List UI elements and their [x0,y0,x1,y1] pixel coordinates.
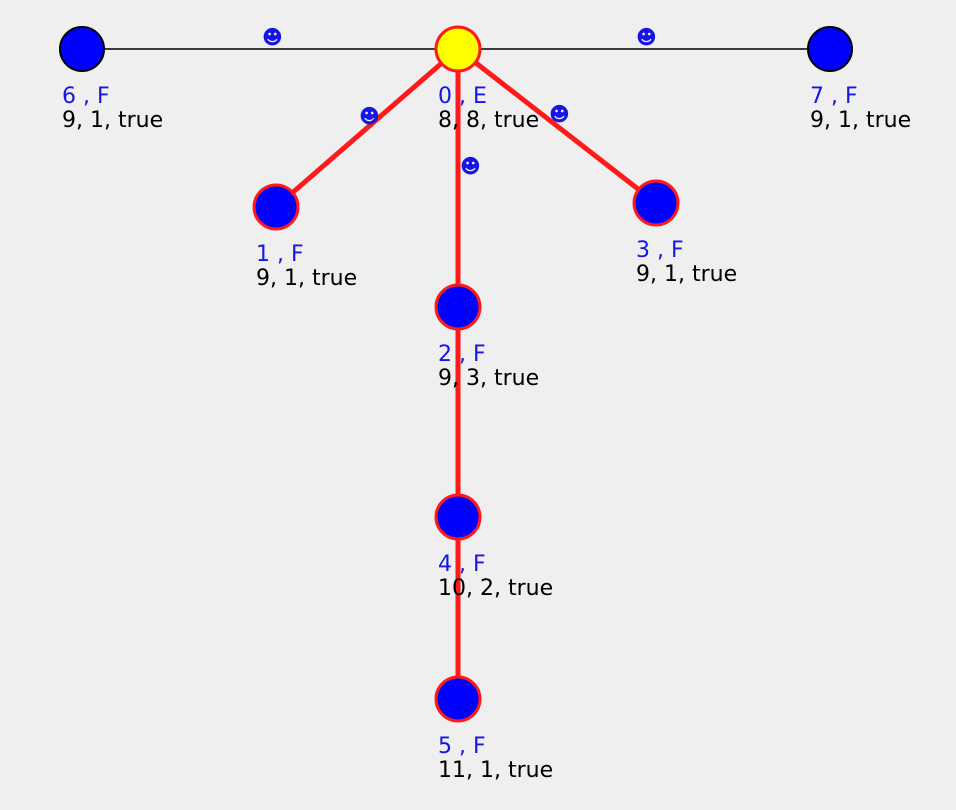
edge-layer [82,47,830,699]
edge-marker-0-1-icon: ☻ [359,104,380,128]
node-5[interactable] [434,675,482,723]
node-id-text: 0 , E [438,84,487,109]
node-3[interactable] [632,179,680,227]
edge-marker-0-6-icon: ☻ [262,25,283,49]
node-id-text: 2 , F [438,342,486,367]
node-id-text: 4 , F [438,552,486,577]
node-0[interactable] [434,25,482,73]
node-7[interactable] [807,26,853,72]
node-4[interactable] [434,493,482,541]
edge-marker-0-2-icon: ☻ [460,154,481,178]
node-info-text: 8, 8, true [438,108,540,133]
node-info-text: 10, 2, true [438,576,554,601]
node-info-text: 9, 3, true [438,366,540,391]
node-info-text: 9, 1, true [256,266,358,291]
node-id-text: 3 , F [636,238,684,263]
node-id-text: 1 , F [256,242,304,267]
node-info-text: 9, 1, true [636,262,738,287]
node-id-text: 5 , F [438,734,486,759]
node-layer [59,25,853,723]
node-1[interactable] [252,183,300,231]
edge-marker-0-7-icon: ☻ [636,25,657,49]
node-info-text: 9, 1, true [62,108,164,133]
edge-0-1 [274,47,460,209]
edge-0-3 [456,47,658,205]
node-info-text: 9, 1, true [810,108,912,133]
node-info-text: 11, 1, true [438,758,554,783]
edge-marker-0-3-icon: ☻ [549,102,570,126]
node-2[interactable] [434,283,482,331]
node-id-text: 7 , F [810,84,858,109]
node-6[interactable] [59,26,105,72]
node-id-text: 6 , F [62,84,110,109]
